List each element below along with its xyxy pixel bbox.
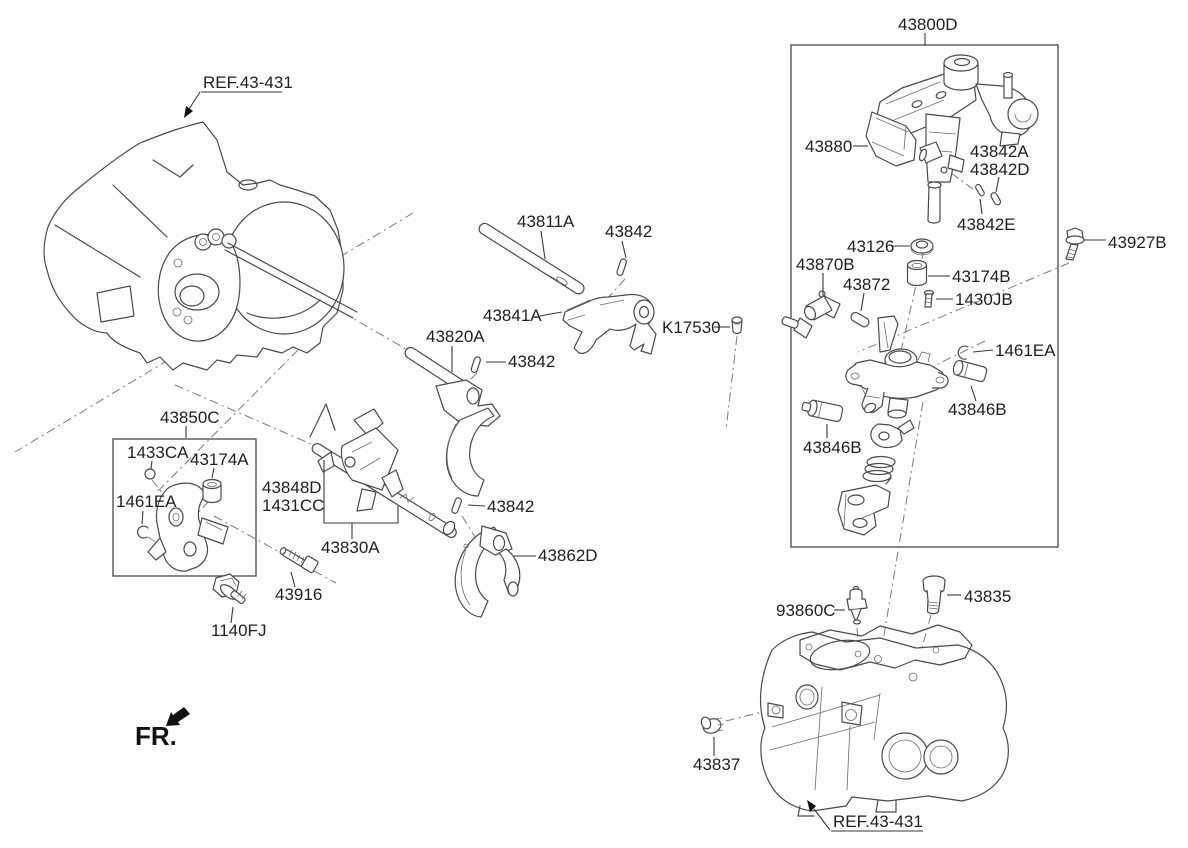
fr-label: FR. (135, 721, 177, 751)
shift-rail-fork-43820a (404, 346, 501, 497)
bolt-43916 (279, 547, 319, 574)
ref-bottom-arrowhead (807, 800, 816, 812)
bushing-43174a (202, 478, 222, 504)
shift-lug-43848d-rail-43830a (309, 403, 457, 538)
ref-label-bottom: REF.43-431 (833, 812, 923, 831)
washer-43126 (910, 238, 934, 256)
part-label-43841a: 43841A (483, 306, 542, 325)
fr-arrow-icon (166, 707, 190, 726)
part-label-43880: 43880 (805, 137, 852, 156)
leader-lines (141, 33, 1106, 832)
shift-rail-43811a (478, 222, 585, 295)
part-label-43872: 43872 (843, 275, 890, 294)
select-lever-43880-assembly (865, 54, 1039, 224)
part-labels: REF.43-431 43811A 43842 43841A 43820A 43… (116, 15, 1167, 831)
part-label-43830a: 43830A (321, 538, 380, 557)
part-label-43174b: 43174B (952, 267, 1011, 286)
spring-pin-43842-bottom (451, 497, 462, 514)
damper-43880 (865, 111, 917, 167)
part-label-1430jb: 1430JB (955, 290, 1013, 309)
part-label-1461ea-right: 1461EA (995, 341, 1056, 360)
part-label-1461ea-left: 1461EA (116, 492, 177, 511)
bolt-1430jb (923, 289, 935, 308)
pin-43872 (850, 311, 870, 328)
snap-ring-1461ea-left (137, 525, 149, 539)
clutch-housing-drawing (43, 121, 358, 371)
part-label-1140fj: 1140FJ (211, 621, 266, 640)
ball-1433ca (144, 468, 156, 480)
sensor-93860c (846, 585, 868, 625)
group-box-43850c (112, 438, 257, 577)
part-label-43835: 43835 (964, 587, 1011, 606)
part-label-43842e: 43842E (957, 215, 1016, 234)
part-label-43846b-right: 43846B (948, 400, 1007, 419)
part-label-43174a: 43174A (190, 450, 249, 469)
part-label-43927b: 43927B (1108, 233, 1167, 252)
guide-bracket (837, 484, 891, 536)
snap-ring-1461ea-right (957, 345, 969, 360)
part-label-43837: 43837 (693, 755, 740, 774)
plug-43837 (700, 716, 725, 734)
part-label-43862d: 43862D (538, 546, 598, 565)
part-label-1433ca: 1433CA (127, 443, 189, 462)
bolt-43835 (922, 575, 946, 615)
part-label-43800d: 43800D (898, 15, 958, 34)
bolt-43927b (1065, 227, 1085, 261)
pins-43842a-43842d (975, 183, 1002, 206)
pawl-cam (870, 419, 915, 449)
part-label-93860c: 93860C (776, 601, 836, 620)
switch-43870b (781, 290, 841, 339)
ref-top-arrowhead (184, 106, 193, 118)
part-label-43126: 43126 (847, 237, 894, 256)
fr-direction-indicator (166, 707, 190, 726)
part-label-43916: 43916 (275, 585, 322, 604)
part-label-43842-top: 43842 (605, 222, 652, 241)
spring-pin-43842-mid (470, 356, 481, 374)
part-label-43842-bottom: 43842 (487, 497, 534, 516)
part-label-43850c: 43850C (160, 408, 220, 427)
transaxle-housing-drawing (759, 624, 1009, 817)
part-label-43842d: 43842D (970, 160, 1030, 179)
part-label-43842-mid: 43842 (508, 352, 555, 371)
bushing-43174b (906, 259, 928, 287)
part-label-43820a: 43820A (426, 327, 485, 346)
shift-fork-43862d (454, 525, 521, 618)
plug-k17530 (731, 316, 743, 335)
part-label-43842a: 43842A (970, 142, 1029, 161)
part-label-k17530: K17530 (662, 318, 721, 337)
ref-label-top: REF.43-431 (203, 73, 293, 92)
plunger-43846b-right (952, 359, 988, 383)
shift-control-housing (845, 315, 949, 419)
part-label-43811a: 43811A (517, 212, 575, 231)
part-label-43870b: 43870B (796, 255, 855, 274)
spring-pin-43842-top (616, 258, 627, 276)
bolt-1140fj (212, 573, 247, 605)
part-label-43848d: 43848D (262, 478, 322, 497)
part-label-1431cc: 1431CC (262, 496, 324, 515)
shift-fork-43841a (562, 293, 657, 355)
plunger-43846b-left (801, 399, 844, 423)
spring-coil (862, 455, 896, 485)
part-label-43846b-left: 43846B (803, 438, 862, 457)
